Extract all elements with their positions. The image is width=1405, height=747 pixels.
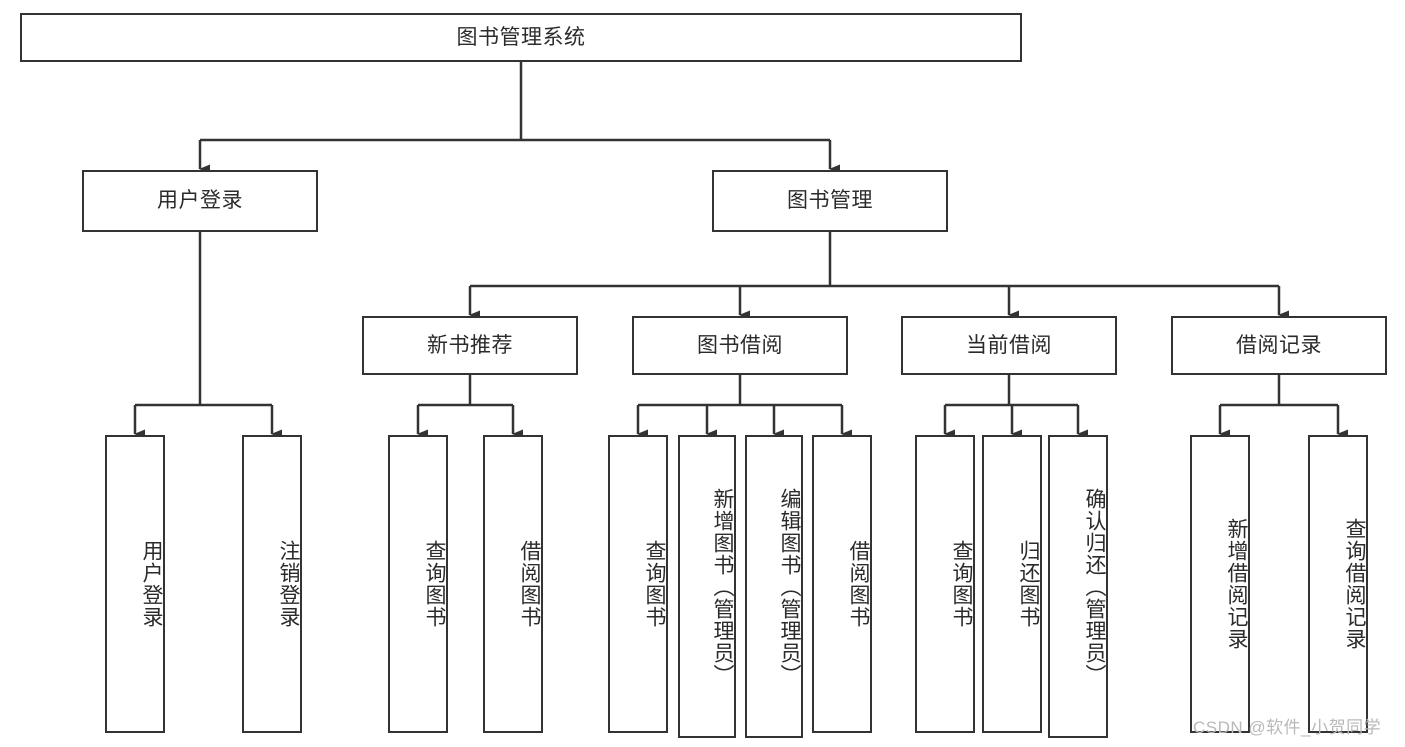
node-book-borrow[interactable]: 图书借阅 (632, 316, 848, 375)
node-leaf-query-book-1[interactable]: 查询图书 (388, 435, 448, 733)
node-label: 图书借阅 (697, 333, 783, 357)
node-label: 查询借阅记录 (1343, 518, 1366, 650)
node-leaf-query-book-3[interactable]: 查询图书 (915, 435, 975, 733)
node-leaf-query-book-2[interactable]: 查询图书 (608, 435, 668, 733)
node-user-login[interactable]: 用户登录 (82, 170, 318, 232)
node-label: 新书推荐 (427, 333, 513, 357)
node-label: 注销登录 (277, 540, 300, 628)
node-leaf-query-record[interactable]: 查询借阅记录 (1308, 435, 1368, 733)
node-book-manage[interactable]: 图书管理 (712, 170, 948, 232)
node-label: 查询图书 (423, 540, 446, 628)
node-leaf-add-book[interactable]: 新增图书（管理员） (678, 435, 736, 738)
node-label: 新增借阅记录 (1225, 518, 1248, 650)
node-label: 新增图书（管理员） (711, 487, 734, 686)
node-label: 借阅图书 (518, 540, 541, 628)
node-label: 图书管理 (787, 189, 873, 213)
edge-group (133, 62, 1348, 439)
node-current-borrow[interactable]: 当前借阅 (901, 316, 1117, 375)
node-label: 用户登录 (157, 189, 243, 213)
node-leaf-logout[interactable]: 注销登录 (242, 435, 302, 733)
node-label: 当前借阅 (966, 333, 1052, 357)
node-label: 编辑图书（管理员） (778, 487, 801, 686)
node-label: 用户登录 (140, 540, 163, 628)
node-label: 确认归还（管理员） (1083, 487, 1106, 686)
node-label: 归还图书 (1017, 540, 1040, 628)
node-root[interactable]: 图书管理系统 (20, 13, 1022, 62)
node-leaf-edit-book[interactable]: 编辑图书（管理员） (745, 435, 803, 738)
node-borrow-record[interactable]: 借阅记录 (1171, 316, 1387, 375)
watermark-text: CSDN @软件_小贺同学 (1193, 718, 1382, 737)
node-label: 查询图书 (643, 540, 666, 628)
node-label: 查询图书 (950, 540, 973, 628)
node-leaf-add-record[interactable]: 新增借阅记录 (1190, 435, 1250, 733)
node-label: 图书管理系统 (456, 25, 586, 49)
node-leaf-return-book[interactable]: 归还图书 (982, 435, 1042, 733)
node-leaf-confirm-ret[interactable]: 确认归还（管理员） (1048, 435, 1108, 738)
node-leaf-user-login[interactable]: 用户登录 (105, 435, 165, 733)
node-label: 借阅图书 (847, 540, 870, 628)
node-leaf-borrow-book-2[interactable]: 借阅图书 (812, 435, 872, 733)
node-new-book-rec[interactable]: 新书推荐 (362, 316, 578, 375)
node-leaf-borrow-book-1[interactable]: 借阅图书 (483, 435, 543, 733)
node-label: 借阅记录 (1236, 333, 1322, 357)
